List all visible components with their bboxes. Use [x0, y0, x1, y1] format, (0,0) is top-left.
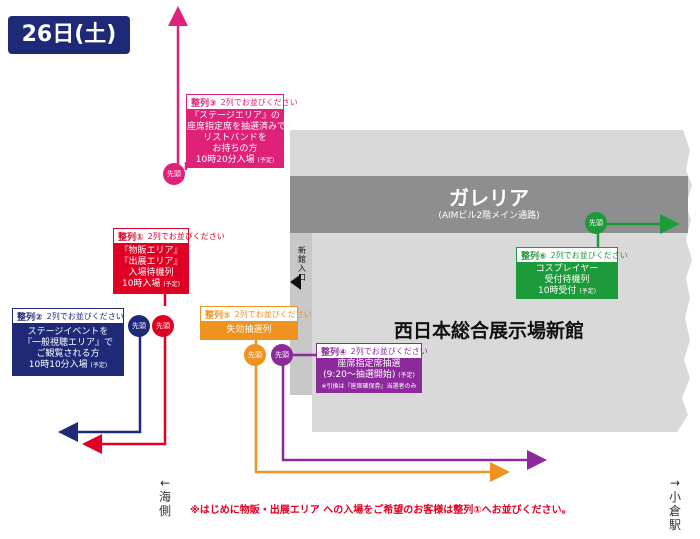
queue-3-head-marker: 先頭: [163, 163, 185, 185]
queue-1-path: [82, 322, 167, 454]
queue-5-path: [254, 362, 510, 482]
queue-4-head-marker: 先頭: [271, 344, 293, 366]
direction-right-label: →小倉駅: [668, 476, 681, 532]
queue-2-path: [58, 322, 142, 442]
date-badge: 26日(土): [8, 16, 130, 54]
queue-4-path: [281, 363, 547, 470]
entrance-arrow: [290, 274, 301, 290]
entrance-label: 新館入口: [298, 246, 306, 282]
direction-left-label: ←海側: [158, 476, 171, 518]
queue-5-head-marker: 先頭: [244, 344, 266, 366]
queue-1-head-marker: 先頭: [152, 315, 174, 337]
footer-note: ※はじめに物販・出展エリア への入場をご希望のお客様は整列①へお並びください。: [190, 505, 572, 516]
galleria-name: ガレリア: [449, 186, 529, 210]
queue-2-head-marker: 先頭: [128, 315, 150, 337]
queue-2-body: ステージイベントを『一般視聴エリア』でご観覧される方 10時10分入場 (予定): [13, 323, 123, 375]
queue-1-body: 『物販エリア』『出展エリア』入場待機列 10時入場 (予定): [114, 243, 188, 293]
queue-6-head-marker: 先頭: [585, 212, 607, 234]
hall-name: 西日本総合展示場新館: [394, 320, 585, 342]
galleria-label: ガレリア (AIMビル2階メイン通路): [290, 186, 688, 222]
queue-6-body: コスプレイヤー受付待機列 10時受付 (予定): [517, 262, 617, 298]
queue-5-body: 失効抽選列: [201, 321, 297, 339]
galleria-sub: (AIMビル2階メイン通路): [438, 211, 540, 221]
queue-3-body: 『ステージエリア』の座席指定席を抽選済みでリストバンドをお持ちの方 10時20分…: [187, 109, 286, 167]
queue-4-body: 座席指定席抽選 (9:20〜抽選開始) (予定) ※引換は『座席確保券』当選者の…: [317, 358, 421, 392]
